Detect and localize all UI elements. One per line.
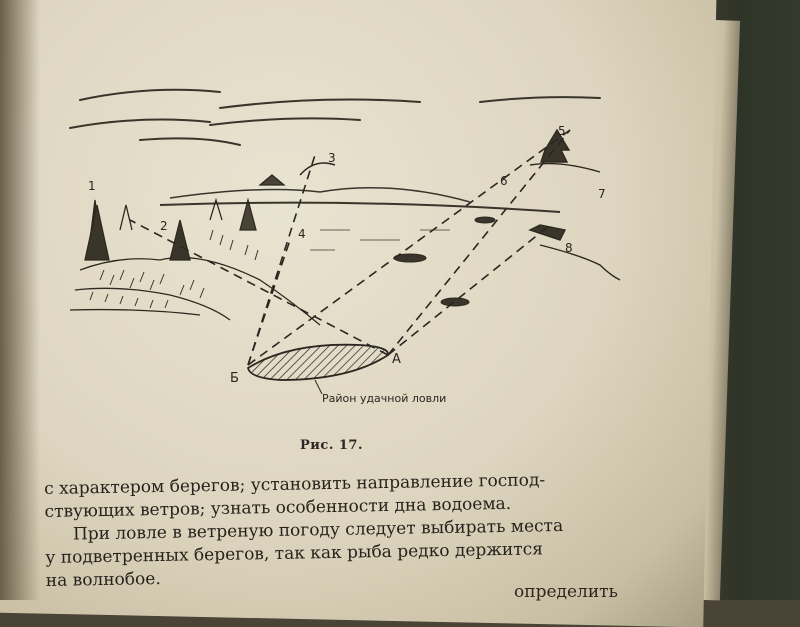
body-text: с характером берегов; установить направл… — [44, 467, 666, 593]
area-leader — [314, 379, 323, 395]
label-2: 2 — [160, 219, 168, 233]
text-line-6-partial: определить — [514, 582, 618, 602]
boats — [393, 216, 496, 307]
right-bank — [528, 128, 621, 281]
figure-caption: Рис. 17. — [300, 438, 364, 453]
label-6: 6 — [500, 174, 508, 188]
arc-3 — [299, 162, 336, 176]
label-point-b: Б — [230, 371, 239, 386]
area-label: Район удачной ловли — [322, 392, 446, 405]
figure-illustration: 1 2 3 4 5 6 7 8 Б А Район удачной ловли — [69, 88, 621, 405]
label-4: 4 — [298, 227, 306, 241]
label-point-a: А — [392, 352, 401, 367]
grass-hatching — [89, 229, 259, 309]
sky-strokes — [69, 88, 601, 146]
label-3: 3 — [328, 151, 336, 165]
label-5: 5 — [558, 124, 566, 138]
label-1: 1 — [88, 179, 96, 193]
fishing-area — [246, 343, 389, 381]
sight-lines — [129, 129, 571, 366]
far-shore — [169, 187, 471, 203]
water-strokes — [310, 229, 450, 251]
label-7: 7 — [598, 187, 606, 201]
binding-shadow — [0, 0, 40, 600]
horizon-line — [159, 201, 561, 213]
label-8: 8 — [565, 241, 573, 255]
left-bank — [69, 174, 321, 326]
